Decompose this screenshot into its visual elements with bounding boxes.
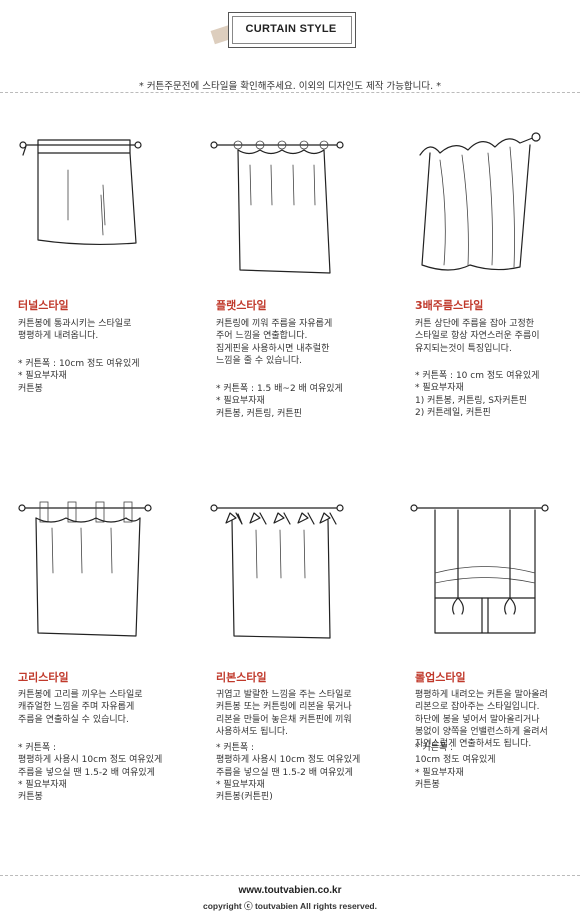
- ribbon-style-illustration: [210, 488, 360, 653]
- notice-text: * 커튼주문전에 스타일을 확인해주세요. 이외의 디자인도 제작 가능합니다.…: [139, 81, 441, 92]
- style-title: 리본스타일: [216, 671, 267, 684]
- style-title: 3배주름스타일: [415, 299, 484, 312]
- divider-bottom: [0, 875, 580, 876]
- style-description: 커튼링에 끼워 주름을 자유롭게 주어 느낌을 연출합니다. 집게핀을 사용하시…: [216, 319, 333, 366]
- style-title: 고리스타일: [18, 671, 69, 684]
- style-title: 롤업스타일: [415, 671, 466, 684]
- footer-copyright: copyright ⓒ toutvabien All rights reserv…: [203, 901, 377, 911]
- header-badge: [228, 12, 356, 48]
- style-description: 평평하게 내려오는 커튼을 말아올려 리본으로 잡아주는 스타일입니다. 하단에…: [415, 690, 548, 750]
- roll-up-style-illustration: [410, 488, 560, 653]
- style-spec: * 커튼폭 : 평평하게 사용시 10cm 정도 여유있게 주름을 넣으실 땐 …: [216, 743, 361, 803]
- triple-pleat-style-illustration: [410, 125, 560, 290]
- style-description: 커튼봉에 고리를 끼우는 스타일로 캐쥬얼한 느낌을 주며 자유롭게 주름을 연…: [18, 690, 143, 725]
- flat-style-illustration: [210, 125, 360, 290]
- style-title: 플랫스타일: [216, 299, 267, 312]
- style-spec: * 커튼폭 : 10 cm 정도 여유있게 * 필요부자재 1) 커튼봉, 커튼…: [415, 371, 540, 418]
- style-spec: * 커튼폭 : 10cm 정도 여유있게 * 필요부자재 커튼봉: [415, 743, 496, 790]
- style-title: 터널스타일: [18, 299, 69, 312]
- style-description: 귀엽고 발랄한 느낌을 주는 스타일로 커튼봉 또는 커튼링에 리본을 묶거나 …: [216, 690, 352, 737]
- style-description: 커튼 상단에 주름을 잡아 고정한 스타일로 항상 자연스러운 주름이 유지되는…: [415, 319, 540, 354]
- page-title: CURTAIN STYLE: [245, 23, 337, 35]
- style-spec: * 커튼폭 : 1.5 배~2 배 여유있게 * 필요부자재 커튼봉, 커튼링,…: [216, 384, 343, 419]
- style-spec: * 커튼폭 : 10cm 정도 여유있게 * 필요부자재 커튼봉: [18, 359, 140, 394]
- tab-top-style-illustration: [18, 488, 168, 653]
- footer-url: www.toutvabien.co.kr: [238, 885, 342, 896]
- tunnel-style-illustration: [18, 125, 168, 290]
- style-spec: * 커튼폭 : 평평하게 사용시 10cm 정도 여유있게 주름을 넣으실 땐 …: [18, 743, 163, 803]
- divider-top: [0, 92, 580, 93]
- style-description: 커튼봉에 통과시키는 스타일로 평평하게 내려옵니다.: [18, 319, 132, 342]
